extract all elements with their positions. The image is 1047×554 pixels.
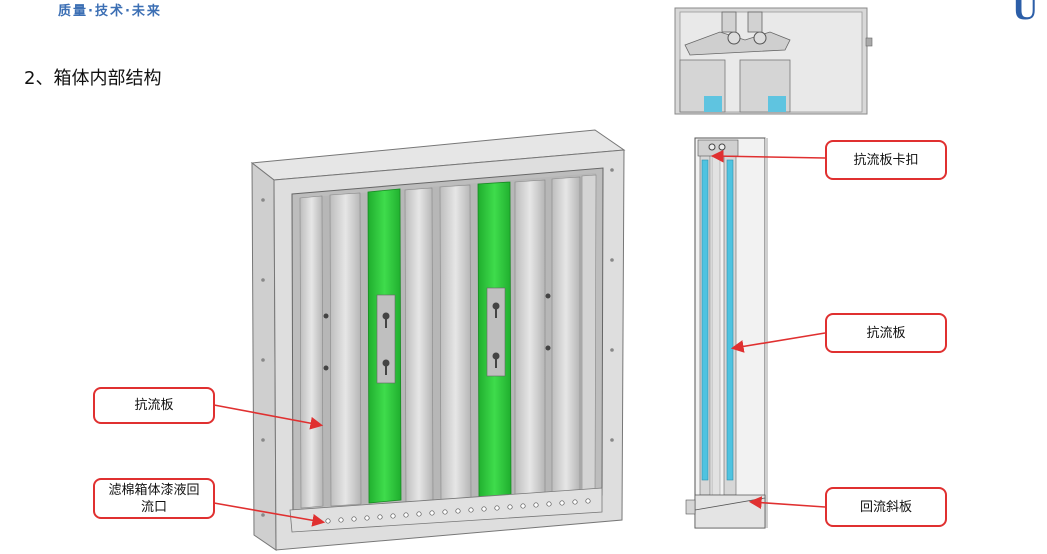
arrow-baffle-right — [730, 332, 826, 353]
keyhole-plate — [376, 294, 396, 384]
company-logo: U — [1012, 0, 1039, 27]
arrow-baffle-clip — [710, 149, 826, 163]
section-heading: 2、箱体内部结构 — [24, 68, 162, 89]
callout-baffle-clip: 抗流板卡扣 — [825, 140, 947, 180]
callout-baffle-left: 抗流板 — [93, 387, 215, 424]
filter-box-section — [685, 137, 768, 529]
keyhole-plate — [486, 287, 506, 377]
arrow-drain-port — [213, 502, 326, 527]
baffle-strips — [299, 174, 597, 509]
arrow-baffle-left — [213, 404, 324, 430]
company-slogan: 质量·技术·未来 — [58, 4, 162, 19]
filter-box-3d — [250, 129, 626, 551]
callout-drain-port: 滤棉箱体漆液回流口 — [93, 478, 215, 519]
arrow-return-ramp — [748, 496, 826, 510]
drain-holes — [312, 498, 591, 525]
callout-return-ramp: 回流斜板 — [825, 487, 947, 527]
callout-baffle-right: 抗流板 — [825, 313, 947, 353]
detail-thumbnail — [674, 7, 873, 115]
callout-arrows — [213, 149, 826, 527]
